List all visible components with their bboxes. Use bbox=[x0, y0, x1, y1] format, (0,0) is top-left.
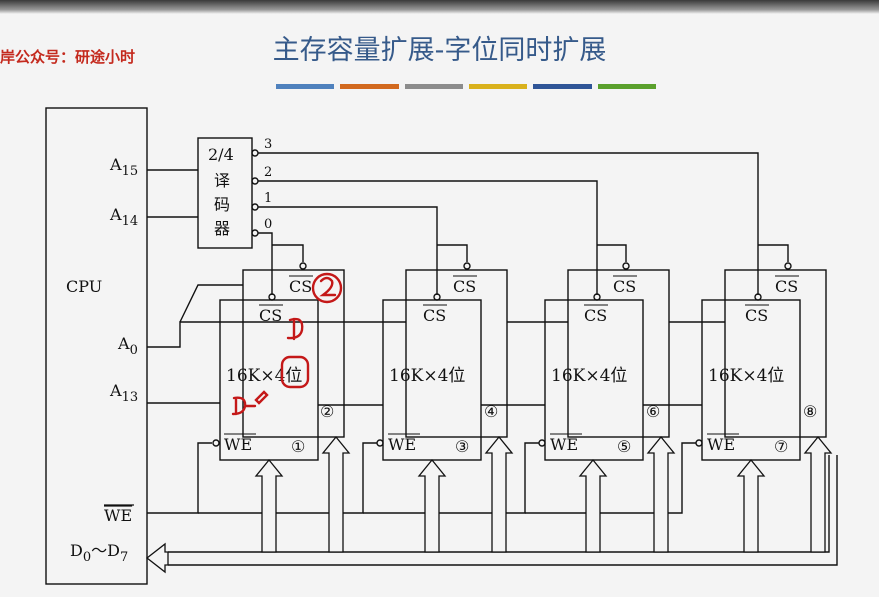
chip-1-label: 16K×4位 bbox=[226, 366, 302, 386]
chip-1-number: ① bbox=[291, 437, 305, 456]
stripe-5 bbox=[533, 84, 592, 89]
decoder-box bbox=[197, 137, 253, 249]
stripe-3 bbox=[404, 84, 463, 89]
chip-4-cs: CS bbox=[453, 277, 476, 296]
decoder-label-4: 器 bbox=[214, 219, 230, 238]
pin-a0: A0 bbox=[117, 334, 138, 358]
chip-2-cs: CS bbox=[289, 277, 312, 296]
chip-7-number: ⑦ bbox=[774, 437, 788, 456]
chip-4-box bbox=[405, 269, 508, 438]
chip-4-number: ④ bbox=[484, 402, 498, 421]
chip-7-label: 16K×4位 bbox=[708, 366, 784, 386]
chip-8-box bbox=[724, 269, 827, 438]
pin-we: WE bbox=[104, 506, 132, 525]
stripe-4 bbox=[468, 84, 528, 89]
decoder-out-0: 0 bbox=[264, 217, 272, 232]
chip-5-we: WE bbox=[550, 435, 578, 454]
decoder-label-1: 2/4 bbox=[208, 145, 234, 164]
stripe-1 bbox=[276, 84, 335, 89]
top-shadow-bar bbox=[0, 0, 879, 14]
decoder-label-3: 码 bbox=[214, 195, 230, 214]
chip-8-number: ⑧ bbox=[803, 402, 817, 421]
pin-a14: A14 bbox=[109, 205, 138, 229]
slide-title: 主存容量扩展-字位同时扩展 bbox=[272, 35, 607, 66]
chip-1-cs: CS bbox=[259, 306, 282, 325]
chip-8-cs: CS bbox=[775, 277, 798, 296]
decoder-out-1: 1 bbox=[264, 191, 272, 206]
pin-a13: A13 bbox=[109, 381, 138, 405]
watermark-text: 岸公众号：研途小时 bbox=[0, 48, 136, 66]
chip-3-label: 16K×4位 bbox=[389, 366, 465, 386]
chip-2-box bbox=[242, 269, 345, 438]
chip-3-cs: CS bbox=[423, 306, 446, 325]
chip-7-we: WE bbox=[707, 435, 735, 454]
stripe-6 bbox=[597, 84, 656, 89]
handwritten-annotations bbox=[231, 272, 343, 416]
chip-7-cs: CS bbox=[745, 306, 768, 325]
chip-5-cs: CS bbox=[584, 306, 607, 325]
chip-3-number: ③ bbox=[455, 437, 469, 456]
cpu-box bbox=[45, 107, 148, 585]
chip-5-box bbox=[544, 299, 644, 461]
pin-a15: A15 bbox=[109, 155, 138, 179]
chip-2-number: ② bbox=[320, 402, 334, 421]
chip-5-number: ⑤ bbox=[617, 437, 631, 456]
chip-6-box bbox=[567, 269, 670, 438]
decoder-label-2: 译 bbox=[214, 171, 230, 190]
pin-data-bus: D0～D7 bbox=[70, 541, 128, 565]
chip-3-we: WE bbox=[388, 435, 416, 454]
decoder-out-2: 2 bbox=[264, 165, 272, 180]
chip-6-cs: CS bbox=[613, 277, 636, 296]
chip-6-number: ⑥ bbox=[646, 402, 660, 421]
chip-1-we: WE bbox=[224, 435, 252, 454]
chip-5-label: 16K×4位 bbox=[551, 366, 627, 386]
stripe-2 bbox=[340, 84, 399, 89]
decoder-out-3: 3 bbox=[264, 137, 272, 152]
title-color-stripes bbox=[276, 84, 656, 90]
cpu-label: CPU bbox=[66, 277, 102, 296]
